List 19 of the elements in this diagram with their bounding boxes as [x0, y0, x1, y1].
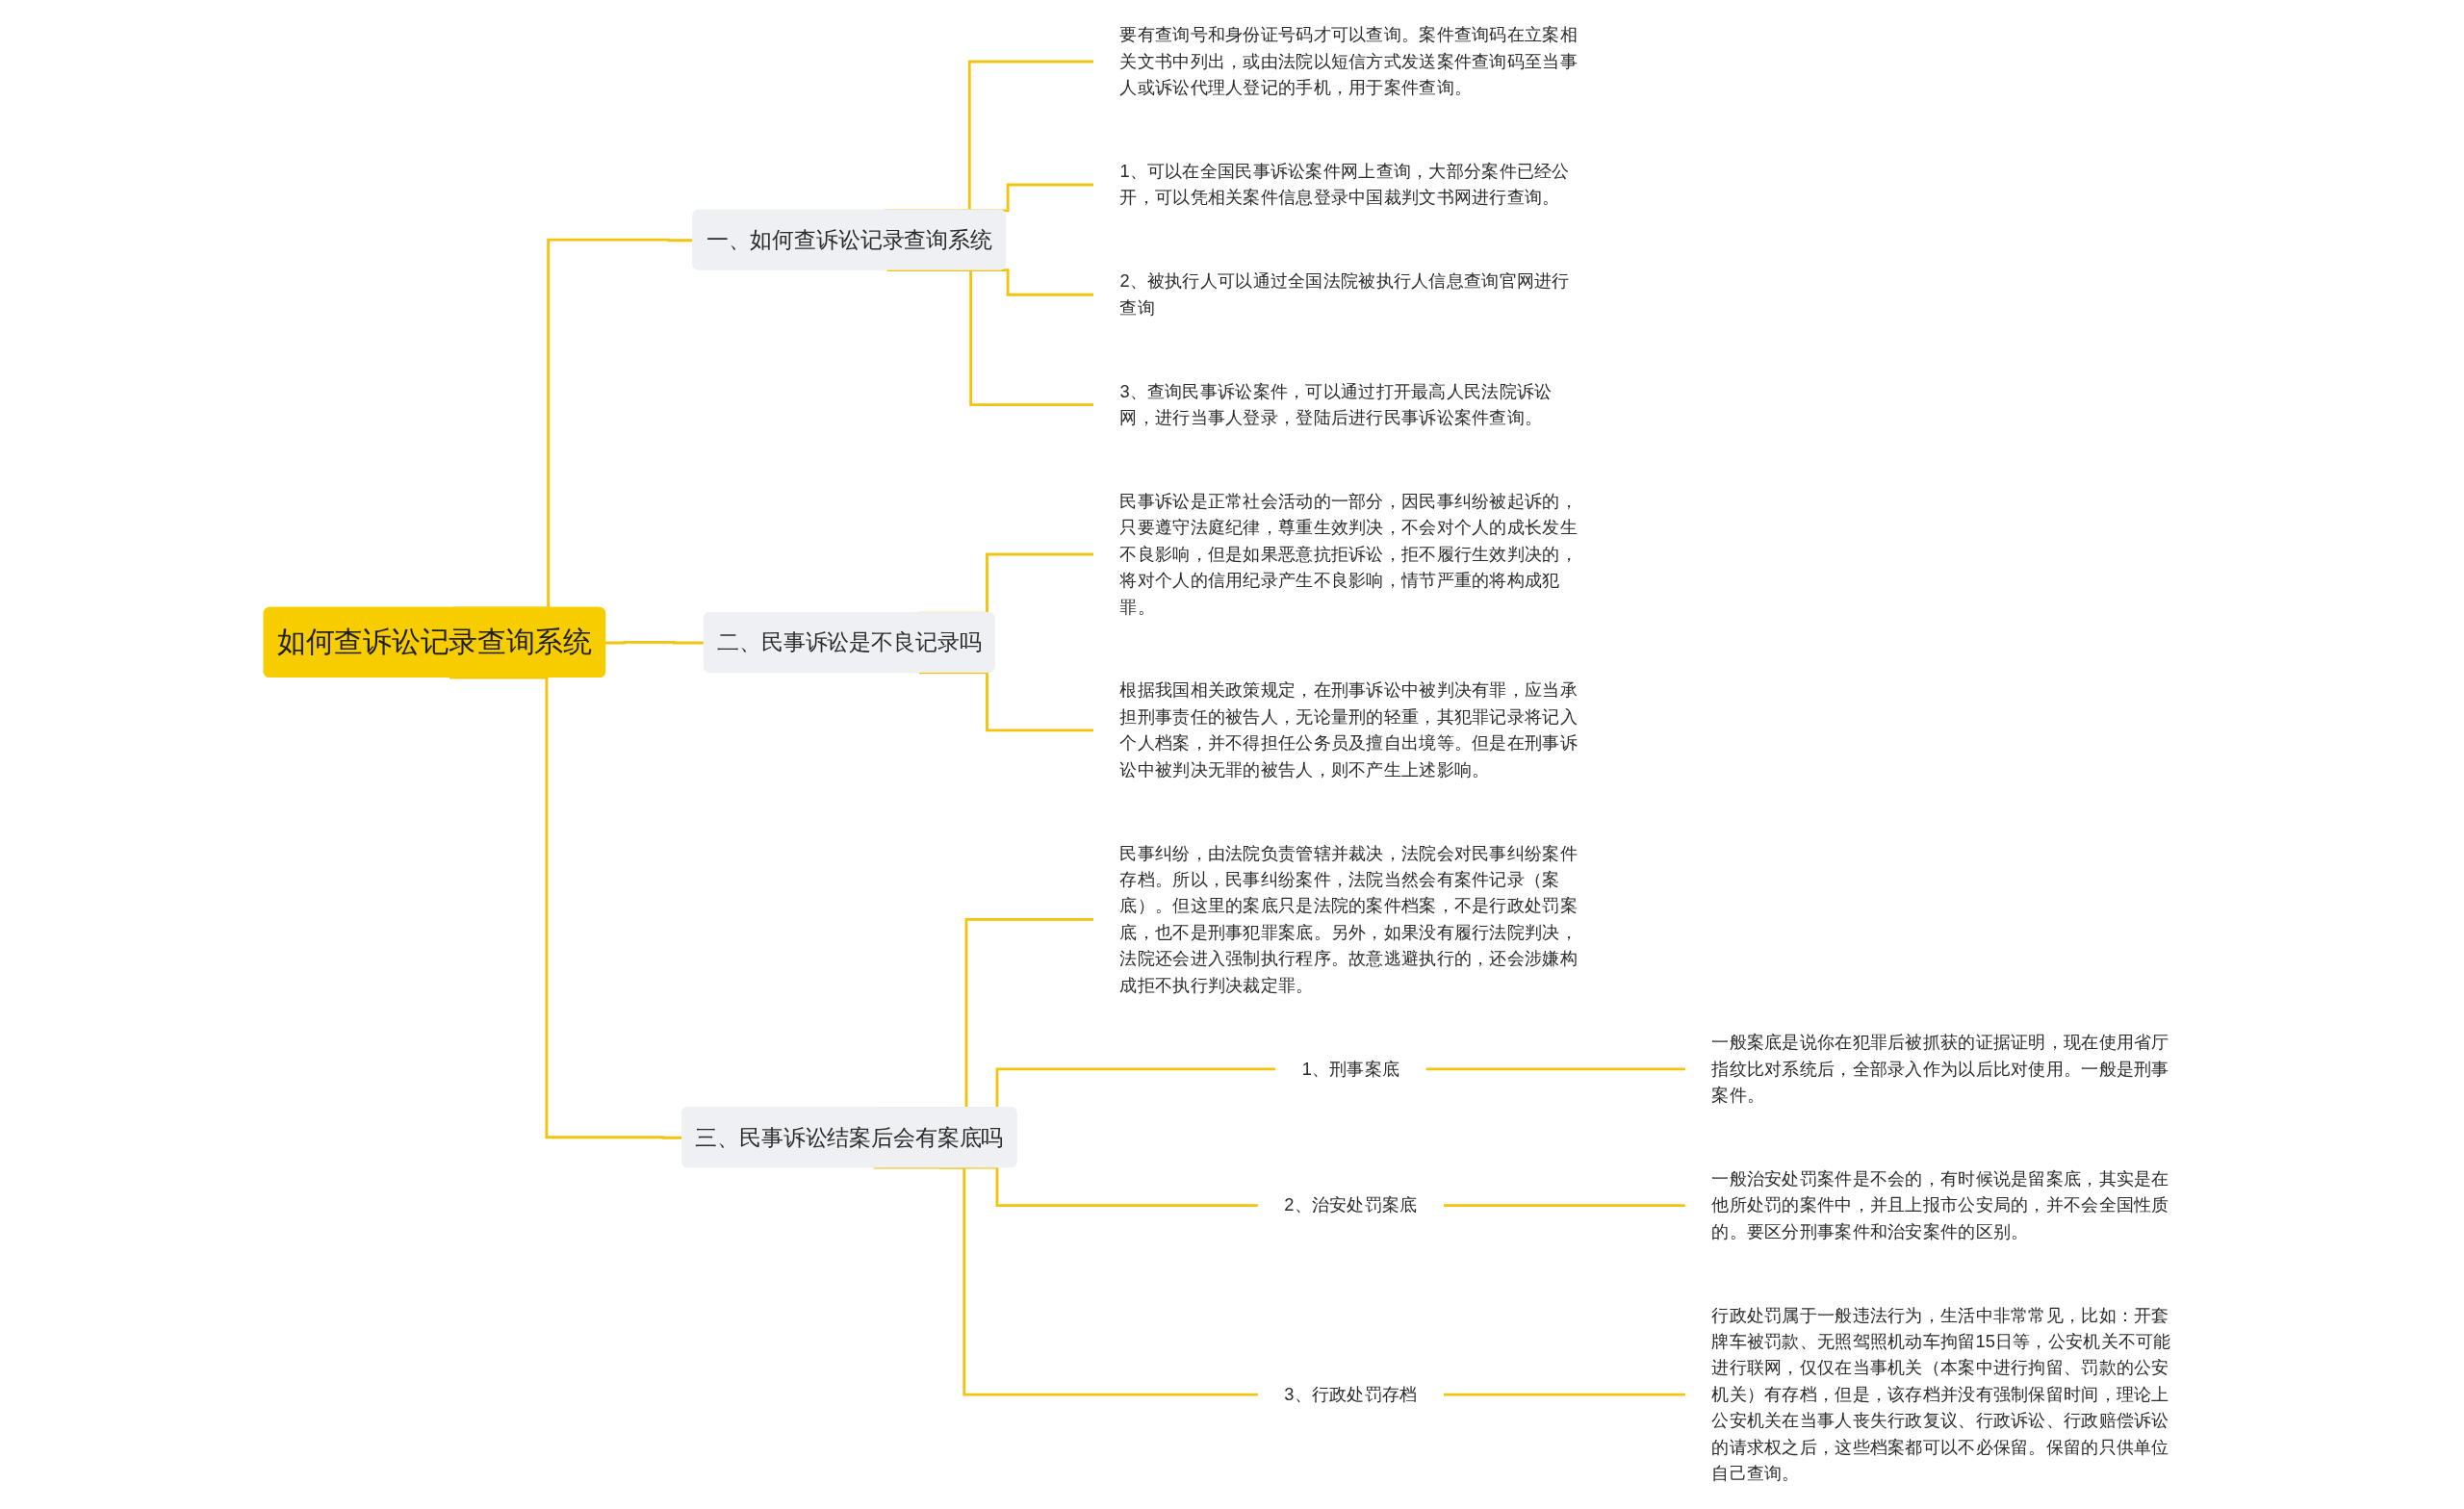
connector	[873, 1165, 1258, 1396]
node-text: 行政处罚属于一般违法行为，生活中非常常见，比如：开套牌车被罚款、无照驾照机动车拘留15日等，公安机关不可能进行联网，仅仅在当事机关（本案中进行拘留、罚款的公安机关）有存档，但是，该存档并没有强制保留时间，理论上公安机关在当事人丧失行政复议、行政诉讼、行政赔偿诉讼的请求权之后，这些档案都可以不必保留。保留的只供单位自己查询。	[1711, 1305, 2171, 1483]
node-text: 民事纠纷，由法院负责管辖并裁决，法院会对民事纠纷案件存档。所以，民事纠纷案件，法院当然会有案件记录（案底）。但这里的案底只是法院的案件档案，不是行政处罚案底，也不是刑事犯罪案底。另外，如果没有履行法院判决，法院还会进入强制执行程序。故意逃避执行的，还会涉嫌构成拒不执行判决裁定罪。	[1119, 843, 1578, 995]
node-text: 一般案底是说你在犯罪后被抓获的证据证明，现在使用省厅指纹比对系统后，全部录入作为以后比对使用。一般是刑事案件。	[1711, 1033, 2169, 1105]
connector	[605, 641, 705, 645]
node-text: 3、行政处罚存档	[1284, 1384, 1418, 1404]
connector	[919, 671, 1093, 732]
node-text: 2、治安处罚案底	[1284, 1195, 1418, 1215]
node-text: 根据我国相关政策规定，在刑事诉讼中被判决有罪，应当承担刑事责任的被告人，无论量刑的轻重，其犯罪记录将记入个人档案，并不得担任公务员及擅自出境等。但是在刑事诉讼中被判决无罪的被告人，则不产生上述影响。	[1119, 680, 1578, 780]
connector	[1443, 1204, 1685, 1207]
connector	[1443, 1393, 1685, 1396]
node-text: 民事诉讼是正常社会活动的一部分，因民事纠纷被起诉的，只要遵守法庭纪律，尊重生效判决，不会对个人的成长发生不良影响，但是如果恶意抗拒诉讼，拒不履行生效判决的，将对个人的信用纪录产生不良影响，情节严重的将构成犯罪。	[1119, 491, 1578, 616]
node-text: 2、被执行人可以通过全国法院被执行人信息查询官网进行查询	[1119, 271, 1570, 318]
node-text: 3、查询民事诉讼案件，可以通过打开最高人民法院诉讼网，进行当事人登录，登陆后进行民事诉讼案件查询。	[1119, 381, 1553, 427]
node-text: 一般治安处罚案件是不会的，有时候说是留案底，其实是在他所处罚的案件中，并且上报市公安局的，并不会全国性质的。要区分刑事案件和治安案件的区别。	[1711, 1168, 2169, 1241]
node-text: 要有查询号和身份证号码才可以查询。案件查询码在立案相关文书中列出，或由法院以短信方式发送案件查询码至当事人或诉讼代理人登记的手机，用于案件查询。	[1119, 25, 1578, 97]
node-text: 1、刑事案底	[1301, 1059, 1400, 1078]
node-text: 1、可以在全国民事诉讼案件网上查询，大部分案件已经公开，可以凭相关案件信息登录中国裁判文书网进行查询。	[1119, 162, 1570, 207]
connector	[1425, 1067, 1685, 1071]
